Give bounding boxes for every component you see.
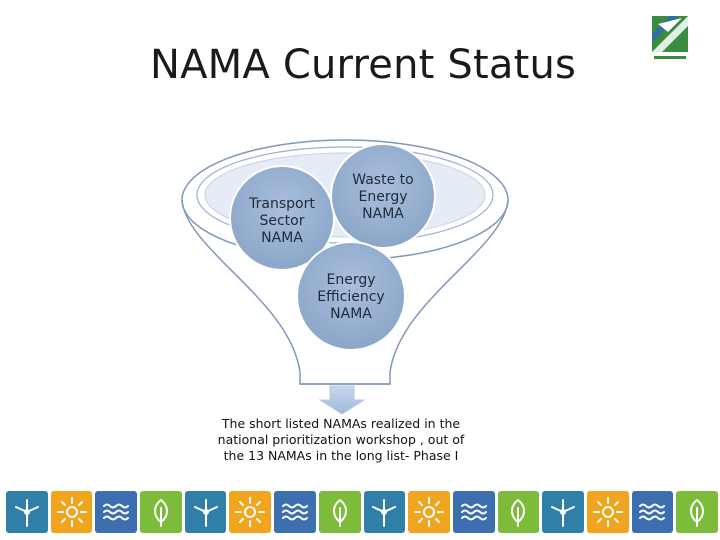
leaf-icon	[497, 491, 540, 533]
organization-logo	[652, 16, 688, 59]
circle-energy-efficiency	[296, 241, 406, 351]
water-icon	[274, 491, 316, 533]
leaf-icon	[676, 491, 718, 533]
circle-transport-sector	[229, 165, 335, 271]
wind-icon	[363, 491, 406, 533]
funnel-caption: The short listed NAMAs realized in the n…	[217, 416, 465, 463]
leaf-icon	[140, 491, 182, 533]
funnel-diagram	[181, 139, 509, 415]
label-transport-sector: Transport Sector NAMA	[249, 196, 315, 246]
label-waste-to-energy: Waste to Energy NAMA	[352, 172, 414, 222]
sun-icon	[50, 491, 93, 533]
footer-icon-strip	[6, 491, 718, 535]
sun-icon	[586, 491, 629, 533]
sun-icon	[229, 491, 272, 533]
circle-waste-to-energy	[330, 143, 436, 249]
water-icon	[452, 491, 495, 533]
wind-icon	[542, 491, 584, 533]
slide-title: NAMA Current Status	[150, 42, 577, 88]
wind-icon	[6, 491, 48, 533]
water-icon	[631, 491, 674, 533]
label-energy-efficiency: Energy Efficiency NAMA	[317, 272, 385, 322]
down-arrow	[318, 385, 366, 415]
sun-icon	[408, 491, 450, 533]
water-icon	[95, 491, 138, 533]
leaf-icon	[318, 491, 361, 533]
wind-icon	[184, 491, 227, 533]
